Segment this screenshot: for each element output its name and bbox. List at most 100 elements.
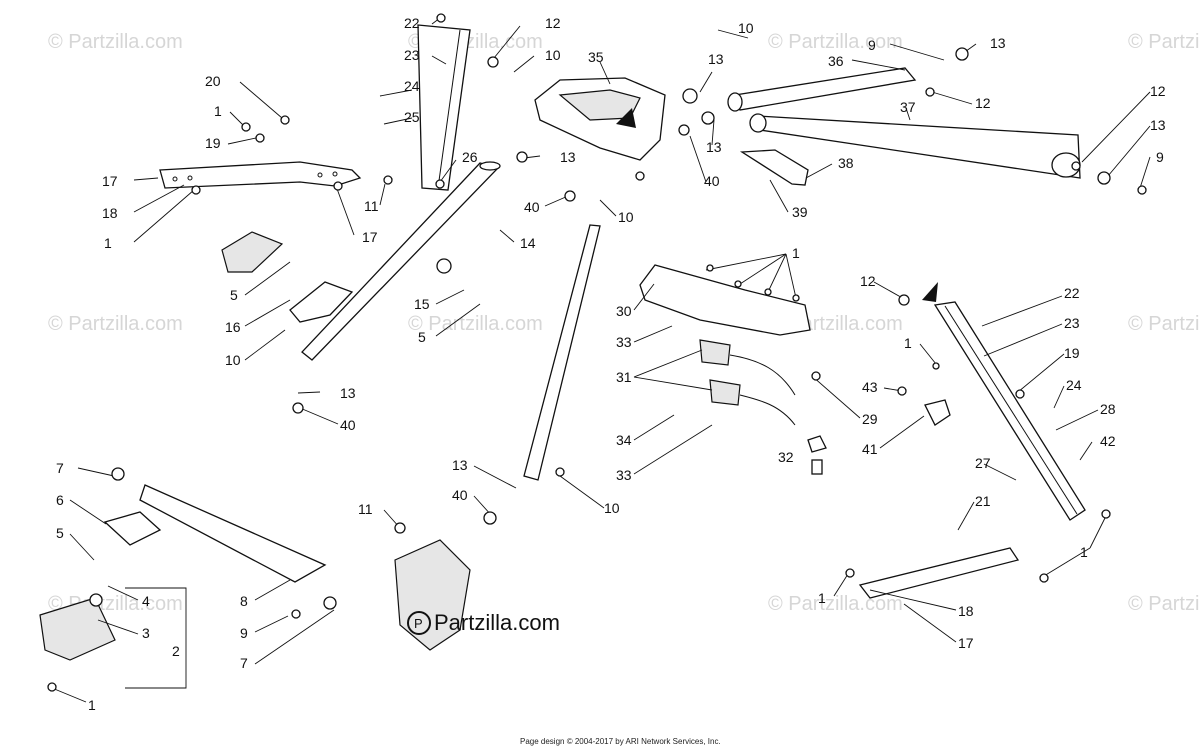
callout-24: 24 [1066, 377, 1082, 393]
brace-18-left [159, 161, 362, 189]
callout-33: 33 [616, 467, 632, 483]
bar-8 [139, 484, 327, 583]
callout-39: 39 [792, 204, 808, 220]
fasteners [47, 13, 1147, 692]
watermark: © Partzilla.com [48, 313, 183, 335]
callout-12: 12 [975, 95, 991, 111]
callout-13: 13 [708, 51, 724, 67]
watermark: © Partzilla.com [408, 313, 543, 335]
copyright-icon [407, 611, 431, 635]
callout-13: 13 [452, 457, 468, 473]
callout-9: 9 [240, 625, 248, 641]
page-footer: Page design © 2004-2017 by ARI Network S… [520, 737, 721, 746]
direction-arrow [616, 108, 636, 128]
callout-18: 18 [958, 603, 974, 619]
bar-36 [734, 67, 917, 111]
callout-33: 33 [616, 334, 632, 350]
callout-18: 18 [102, 205, 118, 221]
callout-1: 1 [104, 235, 112, 251]
callout-6: 6 [56, 492, 64, 508]
callout-17: 17 [102, 173, 118, 189]
callout-11: 11 [358, 501, 373, 517]
bar-23-upper [417, 24, 471, 191]
callout-35: 35 [588, 49, 604, 65]
callout-labels: 22 12 23 10 35 20 24 1 25 19 26 13 17 11… [56, 15, 1166, 713]
tube-14-center [523, 224, 601, 481]
watermark: © Partzilla.com [1128, 31, 1200, 53]
coil-31-b [709, 379, 741, 406]
leader-lines [51, 17, 1151, 703]
bracket-30 [639, 264, 811, 336]
callout-5: 5 [56, 525, 64, 541]
callout-17: 17 [362, 229, 378, 245]
callout-11: 11 [364, 198, 379, 214]
callout-10: 10 [738, 20, 754, 36]
callout-10: 10 [604, 500, 620, 516]
callout-5: 5 [230, 287, 238, 303]
brand-mark: P Partzilla.com [407, 610, 560, 635]
direction-arrow [922, 282, 938, 302]
fitting-32 [807, 435, 827, 453]
callout-40: 40 [452, 487, 468, 503]
callout-40: 40 [704, 173, 720, 189]
brand-text: Partzilla.com [434, 610, 560, 635]
brace-18-right [858, 547, 1020, 599]
callout-9: 9 [1156, 149, 1164, 165]
callout-40: 40 [524, 199, 540, 215]
callout-34: 34 [616, 432, 632, 448]
callout-1: 1 [88, 697, 96, 713]
callout-32: 32 [778, 449, 794, 465]
callout-13: 13 [560, 149, 576, 165]
callout-30: 30 [616, 303, 632, 319]
callout-19: 19 [1064, 345, 1080, 361]
callout-10: 10 [618, 209, 634, 225]
callout-12: 12 [860, 273, 876, 289]
callout-25: 25 [404, 109, 420, 125]
actuator-3 [39, 597, 116, 661]
callout-23: 23 [1064, 315, 1080, 331]
callout-5: 5 [418, 329, 426, 345]
watermark: © Partzilla.com [768, 593, 903, 615]
callout-37: 37 [900, 99, 916, 115]
callout-31: 31 [616, 369, 632, 385]
callout-1: 1 [904, 335, 912, 351]
callout-1: 1 [214, 103, 222, 119]
callout-12: 12 [545, 15, 561, 31]
callout-43: 43 [862, 379, 878, 395]
module-bracket-16 [289, 281, 354, 323]
callout-1: 1 [818, 590, 826, 606]
callout-15: 15 [414, 296, 430, 312]
callout-13: 13 [340, 385, 356, 401]
callout-28: 28 [1100, 401, 1116, 417]
callout-10: 10 [225, 352, 241, 368]
watermark: © Partzilla.com [48, 31, 183, 53]
callout-13: 13 [990, 35, 1006, 51]
callout-24: 24 [404, 78, 420, 94]
callout-7: 7 [56, 460, 64, 476]
watermark: © Partzilla.com [768, 31, 903, 53]
callout-2: 2 [172, 643, 180, 659]
callout-27: 27 [975, 455, 991, 471]
callout-22: 22 [404, 15, 420, 31]
coil-31-a [699, 339, 731, 366]
callout-12: 12 [1150, 83, 1166, 99]
callout-40: 40 [340, 417, 356, 433]
watermark: © Partzilla.com [1128, 313, 1200, 335]
crossmember-35-shade [558, 89, 641, 121]
callout-17: 17 [958, 635, 974, 651]
callout-4: 4 [142, 593, 150, 609]
bar-23-right [933, 301, 1086, 521]
housing [394, 539, 471, 651]
clamp-38 [739, 149, 809, 186]
callout-23: 23 [404, 47, 420, 63]
callout-42: 42 [1100, 433, 1116, 449]
callout-13: 13 [1150, 117, 1166, 133]
module-block [221, 231, 284, 273]
callout-29: 29 [862, 411, 878, 427]
callout-20: 20 [205, 73, 221, 89]
bracket-6 [103, 511, 162, 546]
parts-layer [39, 24, 1086, 661]
callout-3: 3 [142, 625, 150, 641]
callout-36: 36 [828, 53, 844, 69]
